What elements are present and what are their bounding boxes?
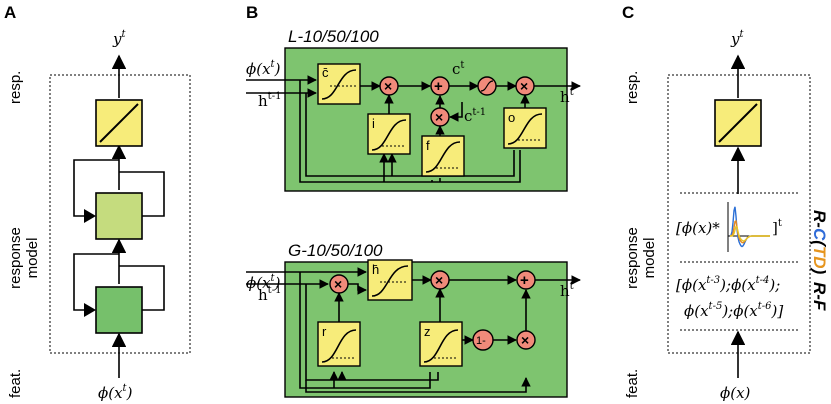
lstm-gate-i-label: i — [372, 116, 375, 131]
loop-top-right-a — [119, 171, 165, 217]
lstm-gate-f-label: f — [426, 138, 430, 153]
linear-diagonal-icon-c — [718, 103, 758, 143]
impulse-response-plot — [727, 202, 770, 252]
lstm-x-bus — [299, 80, 521, 183]
multiply-icon-lstm-3: × — [520, 78, 528, 94]
output-label-c: yt — [730, 29, 744, 48]
panel-c-letter: C — [622, 3, 634, 22]
irf-line-orange — [729, 219, 770, 244]
loop-top-left-a — [73, 159, 119, 217]
plus-icon-lstm: + — [434, 78, 443, 95]
gru-hprev-label: ht-1 — [258, 285, 281, 304]
multiply-icon-gru-out: × — [521, 332, 529, 348]
sigmoid-curve-icon-z — [423, 329, 459, 363]
loop-top-arrowhead-a — [84, 209, 96, 223]
loop-bot-arrowhead-a — [84, 303, 96, 317]
linear-diagonal-icon-a — [99, 103, 139, 143]
loop-bot-right-a — [119, 265, 165, 311]
gru-gate-r-label: r — [322, 324, 327, 339]
lstm-h-bus — [305, 93, 515, 177]
tanh-curve-icon-hbar — [371, 265, 409, 297]
side-label-response-c: response — [624, 227, 641, 289]
plus-icon-gru: + — [520, 272, 529, 289]
sigmoid-curve-icon-f — [425, 141, 461, 173]
side-label-feat-a: feat. — [7, 369, 24, 398]
multiply-icon-lstm-1: × — [384, 78, 392, 94]
loop-bot-left-a — [73, 253, 119, 311]
gru-title: G-10/50/100 — [288, 241, 383, 260]
multiply-icon-gru-r: × — [334, 276, 342, 292]
lstm-gate-o-label: o — [508, 110, 515, 125]
panel-b-letter: B — [246, 3, 258, 22]
side-label-model-c: model — [641, 238, 658, 279]
side-label-response-a: response — [7, 227, 24, 289]
label-rf: R-F — [810, 282, 829, 311]
conv-expression: [ϕ(x)* — [676, 219, 720, 237]
panel-a-letter: A — [4, 3, 16, 22]
gru-hout-label: ht — [560, 281, 574, 300]
response-model-frame-a — [49, 74, 191, 354]
lstm-hout-label: ht — [560, 87, 574, 106]
multiply-icon-gru-z: × — [435, 272, 443, 288]
conv-close: ]t — [772, 218, 782, 237]
panel-c: C resp. response model feat. yt [ϕ(x)* ]… — [622, 3, 829, 402]
input-label-a: ϕ(xt) — [98, 383, 133, 402]
lstm-input-label: ϕ(xt) — [246, 59, 281, 78]
side-label-feat-c: feat. — [624, 369, 641, 398]
panel-b: B L-10/50/100 ϕ(xt) ht-1 c̄ i f o — [246, 3, 581, 398]
sigmoid-curve-icon-r — [321, 329, 357, 363]
lstm-c-label: ct — [452, 60, 464, 78]
gru-input-label: ϕ(xt) — [246, 273, 281, 292]
fir-row-1: [ϕ(xt-3);ϕ(xt-4); — [676, 275, 780, 294]
label-rc: R-C(TD) — [810, 210, 829, 275]
recurrent-box-top-a — [95, 192, 143, 240]
lstm-hprev-label: ht-1 — [258, 91, 281, 110]
lstm-cprev-line — [449, 102, 463, 122]
side-label-resp-c: resp. — [624, 71, 641, 104]
multiply-icon-lstm-2: × — [435, 109, 443, 125]
gru-h-to-mult-out — [305, 377, 531, 393]
response-model-frame-c — [667, 74, 811, 354]
tanh-curve-icon-cbar — [321, 69, 357, 100]
input-label-c: ϕ(x) — [720, 384, 751, 402]
gru-multr-to-hbar — [348, 283, 367, 295]
fir-row-2: ϕ(xt-5);ϕ(xt-6)] — [684, 301, 783, 320]
recurrent-box-bottom-a — [95, 286, 143, 334]
panel-a: A resp. response model feat. yt ϕ(xt) — [4, 3, 191, 402]
irf-line-yellow — [730, 225, 770, 242]
sigmoid-curve-icon-o — [507, 113, 543, 145]
gru-h-bus — [305, 284, 439, 381]
gru-gate-z-label: z — [424, 324, 431, 339]
lstm-title: L-10/50/100 — [288, 27, 379, 46]
gru-one-minus-label: 1- — [476, 335, 486, 347]
gru-gate-hbar-label: h̄ — [372, 262, 379, 277]
lstm-cprev-label: ct-1 — [464, 107, 486, 125]
tanh-icon-lstm — [480, 80, 494, 92]
side-label-resp-a: resp. — [7, 71, 24, 104]
output-label-a: yt — [112, 29, 126, 48]
sigmoid-curve-icon-i — [371, 119, 407, 151]
side-label-model-a: model — [24, 238, 41, 279]
lstm-gate-cbar-label: c̄ — [322, 65, 329, 80]
